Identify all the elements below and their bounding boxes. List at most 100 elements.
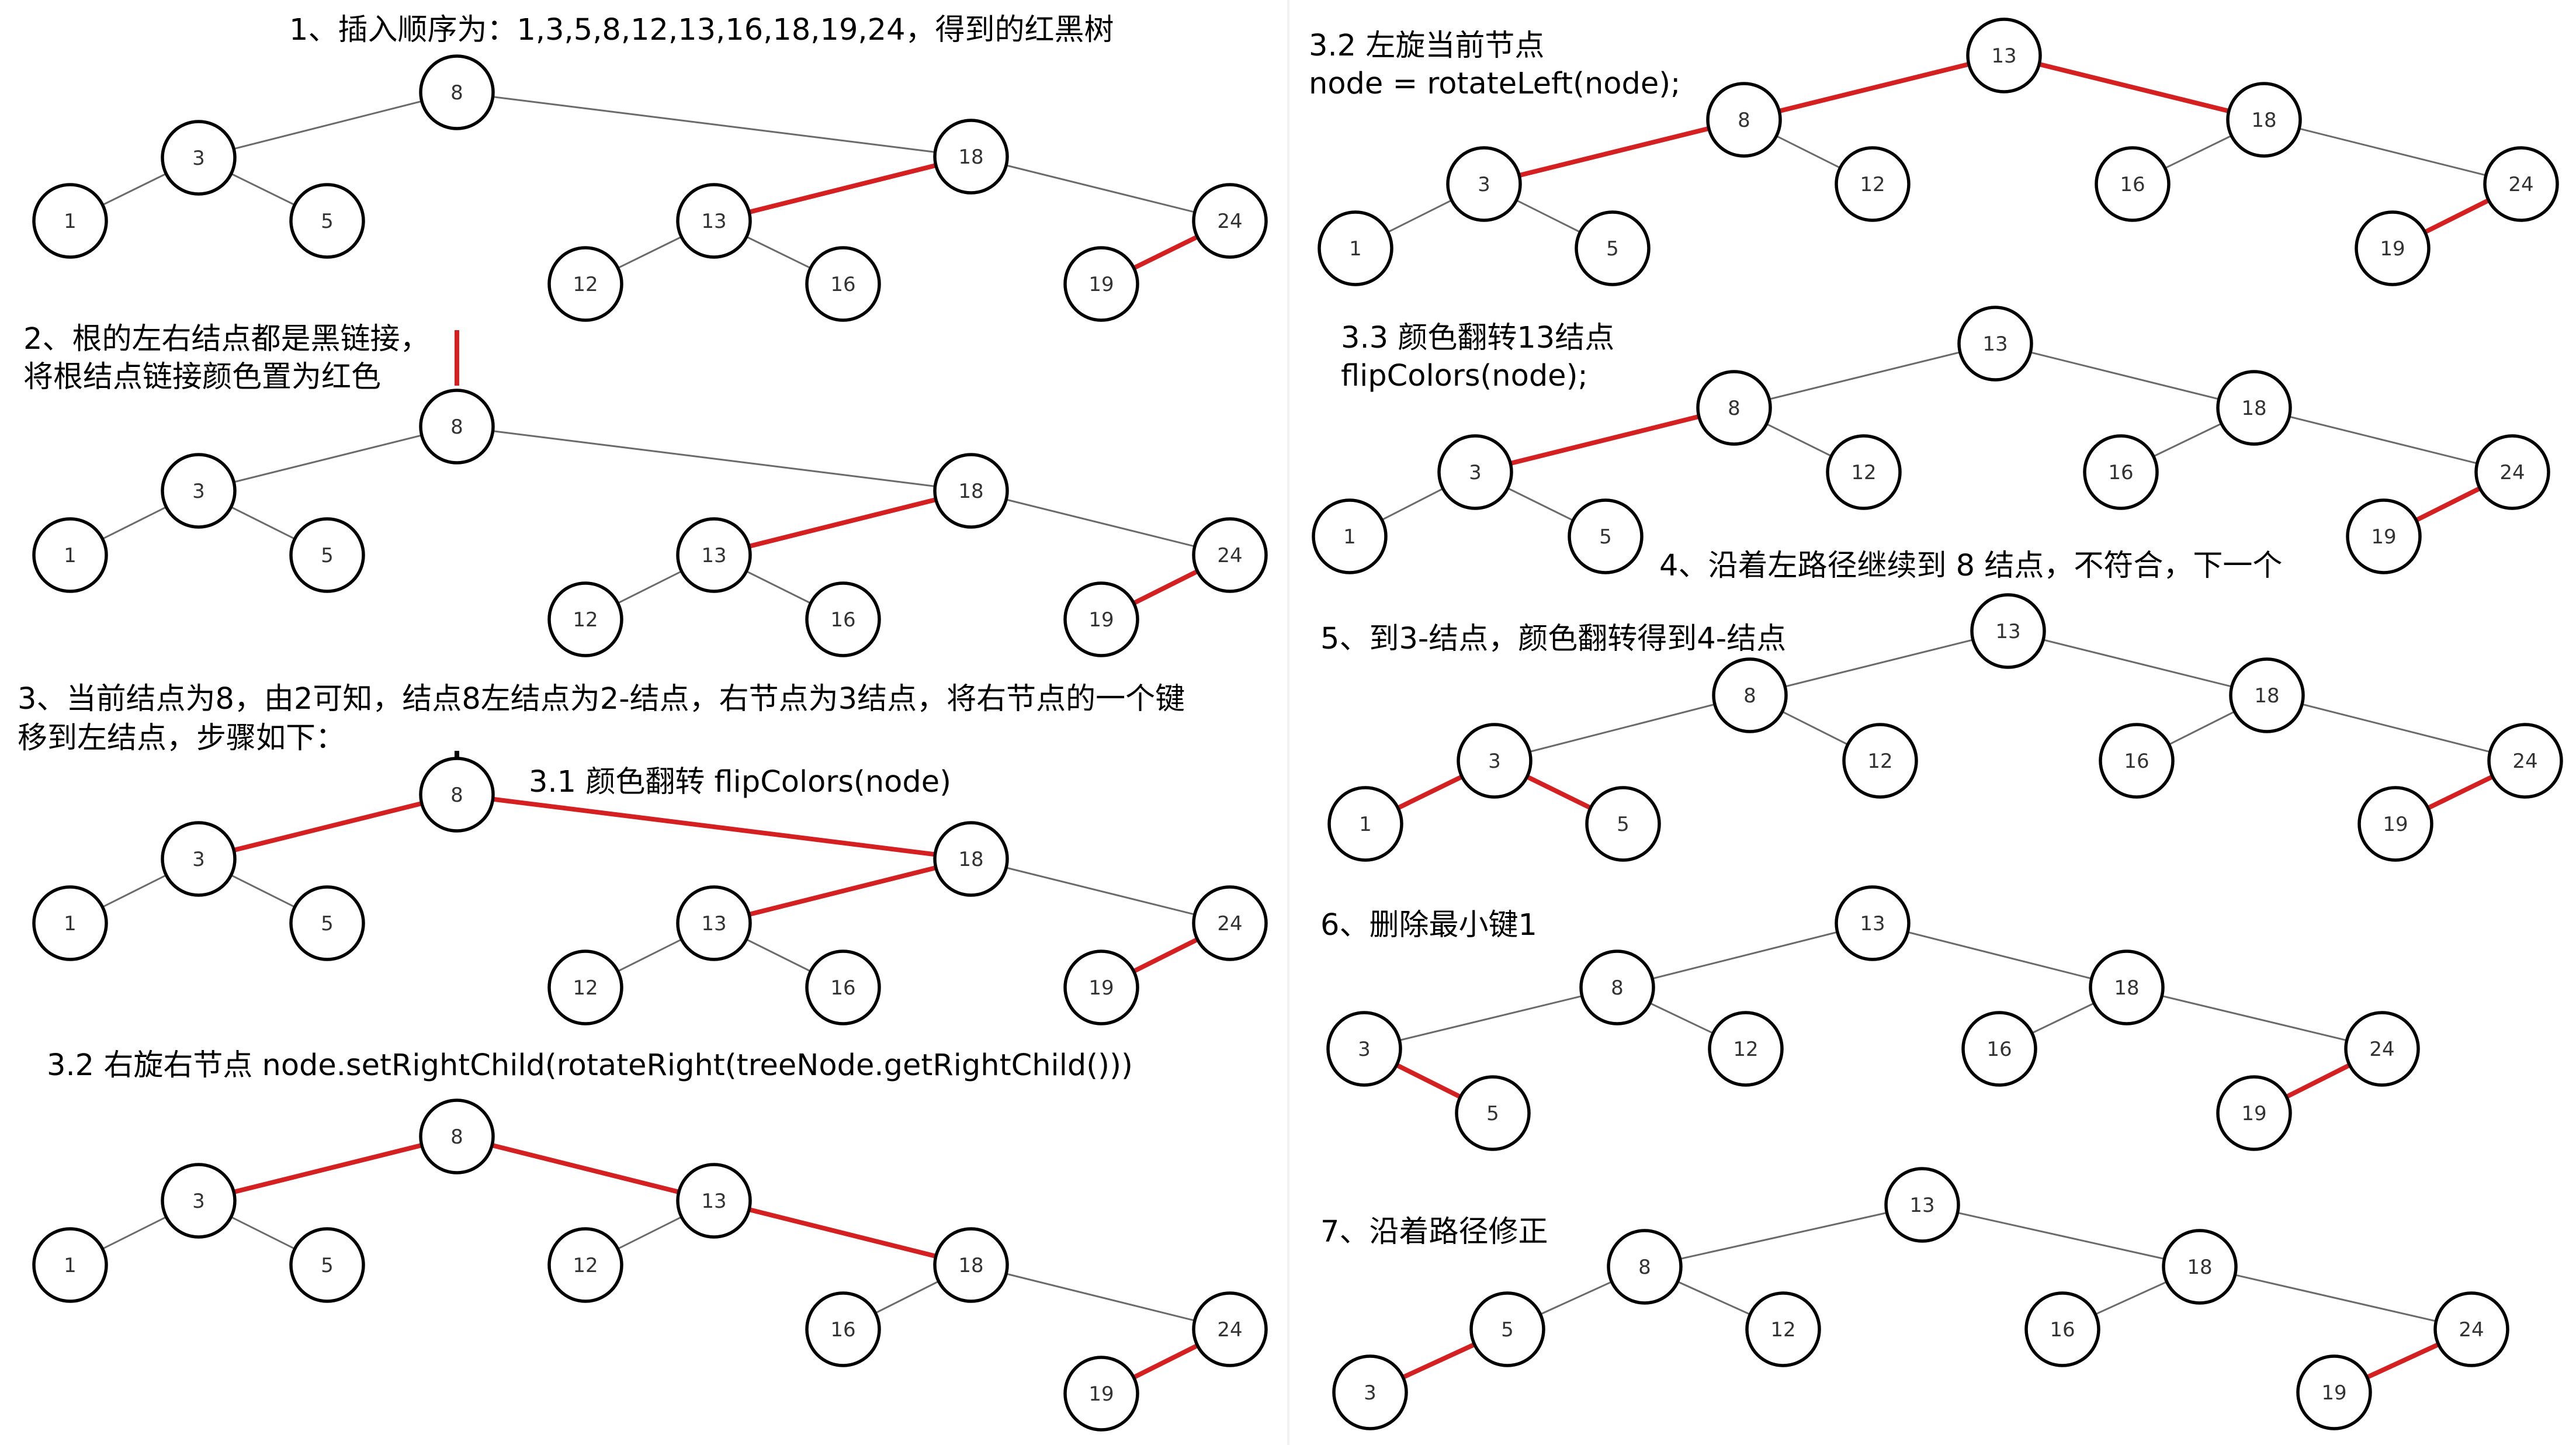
tree-node-16: 16 bbox=[2024, 1291, 2100, 1367]
node-circle bbox=[289, 1227, 365, 1303]
node-label: 16 bbox=[2050, 1318, 2075, 1342]
node-label: 24 bbox=[2459, 1318, 2484, 1342]
node-label: 1 bbox=[64, 912, 77, 935]
node-label: 5 bbox=[321, 210, 334, 233]
tree-node-8: 8 bbox=[419, 757, 495, 833]
tree-node-13: 13 bbox=[1884, 1167, 1960, 1243]
tree-node-1: 1 bbox=[32, 183, 108, 259]
node-label: 12 bbox=[573, 608, 598, 632]
tree-node-1: 1 bbox=[1318, 210, 1393, 286]
tree-node-16: 16 bbox=[805, 950, 881, 1025]
node-circle bbox=[676, 183, 752, 259]
node-circle bbox=[1961, 1011, 2037, 1087]
node-circle bbox=[2357, 786, 2433, 862]
caption-step3-2b-line2: node = rotateLeft(node); bbox=[1309, 67, 1680, 101]
node-label: 12 bbox=[1851, 461, 1876, 484]
tree-node-16: 16 bbox=[805, 1291, 881, 1367]
node-label: 13 bbox=[1909, 1194, 1934, 1217]
tree-node-19: 19 bbox=[2216, 1075, 2292, 1151]
node-label: 5 bbox=[321, 1254, 334, 1277]
node-circle bbox=[419, 389, 495, 465]
caption-step3-2a: 3.2 右旋右节点 node.setRightChild(rotateRight… bbox=[47, 1048, 1133, 1083]
node-label: 5 bbox=[321, 544, 334, 567]
tree-node-16: 16 bbox=[2095, 146, 2171, 222]
node-label: 19 bbox=[1088, 1382, 1114, 1406]
tree-node-13: 13 bbox=[676, 183, 752, 259]
tree-node-13: 13 bbox=[1957, 306, 2033, 382]
tree-node-5: 5 bbox=[289, 1227, 365, 1303]
node-label: 18 bbox=[958, 1254, 983, 1277]
tree-node-16: 16 bbox=[2083, 434, 2159, 510]
node-circle bbox=[32, 1227, 108, 1303]
tree-node-8: 8 bbox=[419, 1099, 495, 1174]
edge-13-18-red bbox=[2003, 53, 2265, 122]
caption-step2-line1: 2、根的左右结点都是黑链接， bbox=[23, 322, 429, 356]
tree-node-1: 1 bbox=[1312, 498, 1388, 574]
tree-node-8: 8 bbox=[1607, 1229, 1683, 1305]
node-circle bbox=[933, 119, 1009, 195]
edge-18-24-black bbox=[970, 490, 1230, 556]
tree-node-5: 5 bbox=[289, 517, 365, 593]
node-circle bbox=[2083, 434, 2159, 510]
tree-node-24: 24 bbox=[2487, 723, 2563, 799]
tree-node-5: 5 bbox=[289, 885, 365, 961]
edge-13-8-red bbox=[1743, 53, 2005, 122]
node-label: 3 bbox=[1364, 1381, 1377, 1405]
node-label: 18 bbox=[2254, 684, 2279, 708]
node-circle bbox=[1327, 786, 1403, 862]
node-label: 1 bbox=[1359, 813, 1372, 836]
node-circle bbox=[1708, 1011, 1784, 1087]
node-label: 8 bbox=[1611, 976, 1624, 1000]
node-circle bbox=[1579, 950, 1655, 1025]
caption-step1: 1、插入顺序为：1,3,5,8,12,13,16,18,19,24，得到的红黑树 bbox=[289, 13, 1114, 47]
node-circle bbox=[161, 821, 237, 897]
node-label: 3 bbox=[192, 1190, 205, 1213]
node-circle bbox=[2346, 498, 2422, 574]
node-label: 24 bbox=[2512, 750, 2537, 773]
tree-node-24: 24 bbox=[2344, 1011, 2420, 1087]
node-circle bbox=[2216, 370, 2292, 446]
tree-node-19: 19 bbox=[1063, 581, 1139, 657]
node-label: 13 bbox=[1991, 44, 2016, 68]
edge-18-13-red bbox=[713, 154, 972, 223]
edge-8-3-red bbox=[198, 1134, 457, 1203]
tree-node-24: 24 bbox=[2483, 146, 2559, 222]
node-circle bbox=[805, 950, 881, 1025]
node-label: 19 bbox=[2241, 1102, 2266, 1125]
node-label: 18 bbox=[2251, 109, 2276, 132]
node-label: 24 bbox=[2499, 461, 2525, 484]
node-label: 1 bbox=[1349, 237, 1362, 261]
caption-step5: 5、到3-结点，颜色翻转得到4-结点 bbox=[1320, 622, 1786, 656]
node-label: 12 bbox=[1733, 1038, 1758, 1061]
node-label: 3 bbox=[192, 480, 205, 503]
tree-node-19: 19 bbox=[2357, 786, 2433, 862]
edge-18-24-black bbox=[970, 1264, 1230, 1330]
node-circle bbox=[32, 183, 108, 259]
node-circle bbox=[161, 1163, 237, 1239]
node-circle bbox=[1326, 1011, 1402, 1087]
tree-node-19: 19 bbox=[2355, 210, 2431, 286]
node-circle bbox=[2216, 1075, 2292, 1151]
tree-node-12: 12 bbox=[547, 950, 623, 1025]
node-circle bbox=[1970, 593, 2046, 669]
node-circle bbox=[2024, 1291, 2100, 1367]
edge-13-18-black bbox=[1995, 342, 2255, 409]
tree-node-3: 3 bbox=[161, 1163, 237, 1239]
edge-18-24-black bbox=[2266, 694, 2526, 762]
node-circle bbox=[289, 517, 365, 593]
node-label: 24 bbox=[1217, 912, 1242, 935]
node-label: 12 bbox=[1860, 173, 1885, 196]
tree-node-5: 5 bbox=[289, 183, 365, 259]
node-label: 16 bbox=[2120, 173, 2145, 196]
tree-node-5: 5 bbox=[1585, 786, 1661, 862]
node-circle bbox=[1745, 1291, 1821, 1367]
node-label: 16 bbox=[2108, 461, 2133, 484]
node-label: 8 bbox=[450, 784, 463, 807]
tree-node-12: 12 bbox=[1842, 723, 1918, 799]
tree-node-5: 5 bbox=[1568, 498, 1644, 574]
